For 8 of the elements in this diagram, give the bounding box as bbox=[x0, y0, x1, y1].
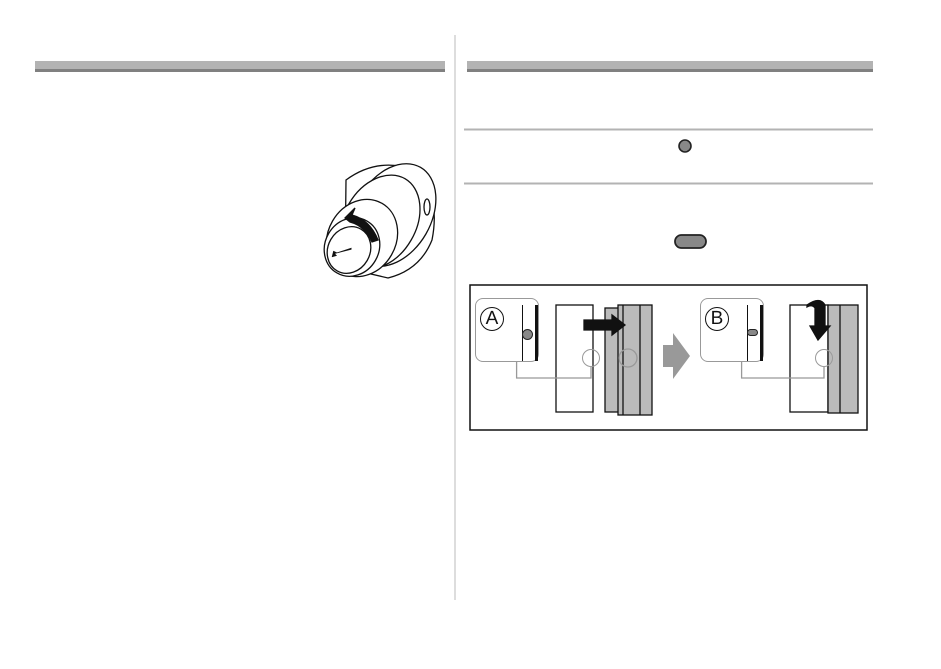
target-circle bbox=[815, 349, 833, 367]
leader-line bbox=[740, 362, 825, 379]
inset-box bbox=[700, 298, 764, 362]
callout-letter: B bbox=[705, 307, 729, 331]
inset-box bbox=[475, 298, 539, 362]
leader-line bbox=[516, 362, 592, 379]
target-circle bbox=[582, 349, 600, 367]
callout-letter: A bbox=[480, 307, 504, 331]
